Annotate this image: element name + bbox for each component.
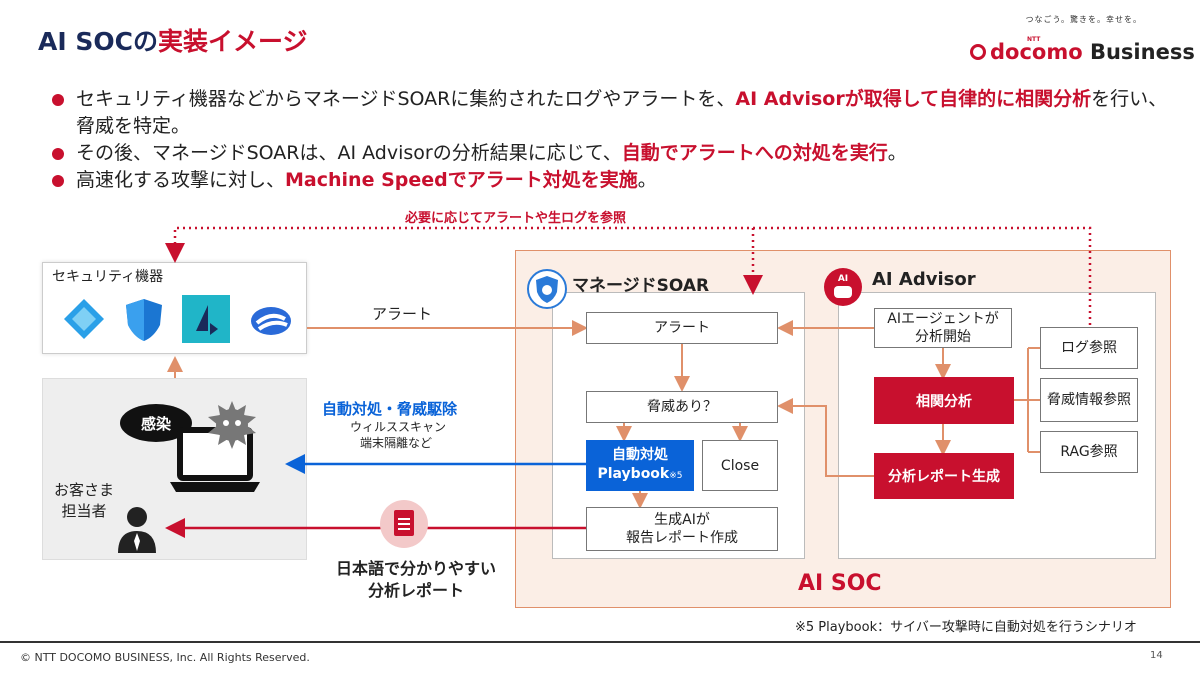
infected-laptop-icon <box>170 401 260 492</box>
report-document-icon <box>380 500 428 548</box>
playbook-note: ※5 <box>669 471 683 481</box>
auto-response-sub1: ウィルススキャン <box>350 420 447 434</box>
bullet-item: 高速化する攻撃に対し、Machine Speedでアラート対処を実施。 <box>52 167 1172 194</box>
footnote: ※5 Playbook：サイバー攻撃時に自動対処を行うシナリオ <box>795 620 1137 635</box>
brand-name-business: Business <box>1089 40 1195 64</box>
reference-note: 必要に応じてアラートや生ログを参照 <box>405 211 627 226</box>
customer-label: お客さま担当者 <box>54 480 114 522</box>
copyright: © NTT DOCOMO BUSINESS, Inc. All Rights R… <box>20 651 310 664</box>
zscaler-cloud-icon <box>251 307 291 335</box>
customer-line2: 担当者 <box>61 502 107 520</box>
ai-advisor-robot-icon: AI <box>824 268 862 306</box>
person-icon <box>118 507 156 553</box>
brand-ntt: NTT <box>1027 36 1041 43</box>
genai-line2: 報告レポート作成 <box>626 530 738 546</box>
agent-line1: AIエージェントが <box>887 311 999 327</box>
report-caption-line1: 日本語で分かりやすい <box>335 559 496 578</box>
title-plain: AI SOCの <box>38 27 158 56</box>
defender-shield-icon <box>126 299 162 341</box>
bullet-list: セキュリティ機器などからマネージドSOARに集約されたログやアラートを、AI A… <box>52 86 1172 194</box>
threat-ref-box: 脅威情報参照 <box>1040 378 1138 422</box>
correlation-box: 相関分析 <box>874 377 1014 424</box>
bullet-text: 。 <box>887 142 907 164</box>
threat-check-box: 脅威あり？ <box>586 391 778 423</box>
bullet-highlight: AI Advisorが取得して自律的に相関分析 <box>735 88 1092 110</box>
report-caption: 日本語で分かりやすい分析レポート <box>330 558 502 602</box>
soar-shield-icon <box>527 269 567 309</box>
playbook-box: 自動対処 Playbook※5 <box>586 440 694 491</box>
customer-line1: お客さま <box>54 481 115 499</box>
ai-soc-label: AI SOC <box>798 571 882 596</box>
agent-start-box: AIエージェントが分析開始 <box>874 308 1012 348</box>
bullet-text: 高速化する攻撃に対し、 <box>76 169 286 191</box>
log-ref-box: ログ参照 <box>1040 327 1138 369</box>
bullet-highlight: Machine Speedでアラート対処を実施 <box>285 169 638 191</box>
page-title: AI SOCの実装イメージ <box>38 22 307 58</box>
bullet-text: 。 <box>637 169 657 191</box>
title-highlight: 実装イメージ <box>157 27 308 56</box>
playbook-line1: 自動対処 <box>612 447 668 463</box>
soar-alert-box: アラート <box>586 312 778 344</box>
advisor-title: AI Advisor <box>872 269 976 290</box>
close-box: Close <box>702 440 778 491</box>
cortex-icon <box>182 295 230 343</box>
genai-line1: 生成AIが <box>654 512 710 528</box>
bullet-text: を行い、脅威を特定。 <box>76 88 1168 137</box>
advisor-badge: AI <box>837 274 849 284</box>
auto-response-sub2: 端末隔離など <box>360 436 433 450</box>
page-number: 14 <box>1150 650 1163 661</box>
footer-divider <box>0 641 1200 643</box>
security-devices-label: セキュリティ機器 <box>52 269 164 285</box>
soar-title: マネージドSOAR <box>572 276 710 296</box>
report-gen-box: 分析レポート生成 <box>874 453 1014 499</box>
bullet-item: その後、マネージドSOARは、AI Advisorの分析結果に応じて、自動でアラ… <box>52 140 1172 167</box>
bullet-highlight: 自動でアラートへの対処を実行 <box>621 142 888 164</box>
docomo-logo-icon <box>970 44 986 60</box>
playbook-line2: Playbook <box>597 466 670 482</box>
bullet-text: セキュリティ機器などからマネージドSOARに集約されたログやアラートを、 <box>76 88 736 110</box>
bullet-item: セキュリティ機器などからマネージドSOARに集約されたログやアラートを、AI A… <box>52 86 1172 140</box>
dotted-reference-line <box>165 226 1092 325</box>
rag-ref-box: RAG参照 <box>1040 431 1138 473</box>
agent-line2: 分析開始 <box>915 329 971 345</box>
azure-sentinel-icon <box>64 299 104 339</box>
brand-tagline: つなごう。驚きを。幸せを。 <box>1025 15 1142 24</box>
alert-flow-label: アラート <box>372 305 433 323</box>
auto-response-label: 自動対処・脅威駆除 <box>322 400 458 418</box>
genai-report-box: 生成AIが報告レポート作成 <box>586 507 778 551</box>
brand-logo: docomo Business NTT <box>970 36 1195 64</box>
bullet-text: その後、マネージドSOARは、AI Advisorの分析結果に応じて、 <box>76 142 622 164</box>
brand-name-docomo: docomo <box>990 40 1083 64</box>
report-caption-line2: 分析レポート <box>367 581 464 600</box>
